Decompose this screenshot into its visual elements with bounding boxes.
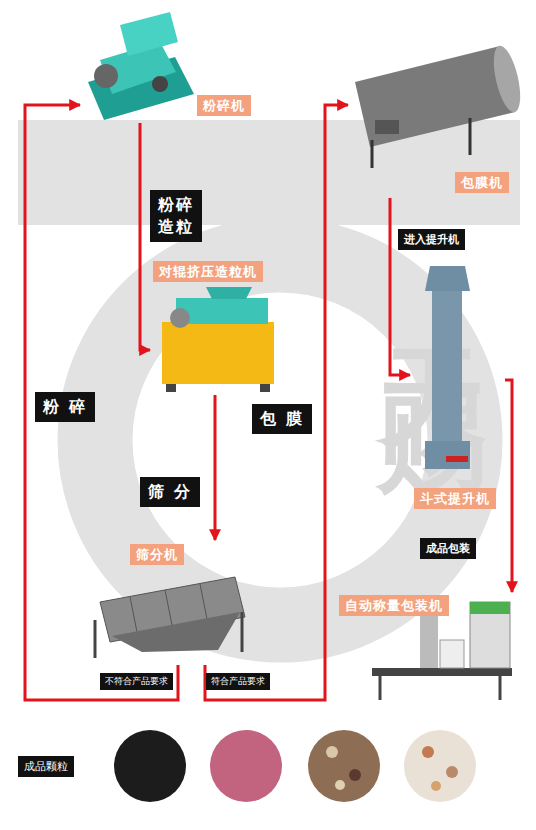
- granule-pink: [210, 730, 282, 802]
- step-label: 成品包装: [420, 538, 476, 559]
- granule-dot: [422, 746, 434, 758]
- machine-label: 包膜机: [455, 172, 509, 193]
- bag: [440, 640, 464, 668]
- screener: [95, 577, 245, 658]
- pulverizer: [88, 12, 194, 120]
- drum-body: [355, 46, 515, 147]
- granule-dot: [431, 781, 441, 791]
- machine-node: 筛分机: [85, 540, 250, 665]
- elevator-head: [425, 266, 470, 291]
- elevator-boot: [425, 441, 470, 469]
- conveyor: [372, 668, 512, 676]
- machine-cabinet: [162, 322, 274, 384]
- scale-top: [470, 602, 510, 614]
- drum-rib: [200, 584, 208, 624]
- drum-rib: [165, 590, 173, 630]
- machine-body: [176, 298, 268, 324]
- scale-box: [470, 602, 510, 668]
- motor: [94, 64, 118, 88]
- coating-drum: [355, 43, 525, 168]
- granule-dot: [446, 766, 458, 778]
- flow-arrow: [214, 395, 217, 540]
- machine-hopper: [206, 287, 252, 299]
- machine-leg: [379, 676, 382, 700]
- reject-note: 不符合产品要求: [100, 673, 173, 690]
- accept-note: 符合产品要求: [206, 673, 270, 690]
- granule-light: [404, 730, 476, 802]
- machine-node: 斗式提升机: [410, 262, 505, 512]
- motor: [375, 120, 399, 134]
- machine-column: [420, 612, 438, 668]
- machine-leg: [241, 612, 244, 652]
- machine-leg: [94, 620, 97, 658]
- machine-leg: [166, 384, 176, 392]
- packaging-machine: [372, 602, 512, 700]
- elevator-column: [432, 291, 462, 441]
- machine-node: 对辊挤压造粒机: [150, 258, 285, 395]
- granule-black: [114, 730, 186, 802]
- machine-label: 对辊挤压造粒机: [153, 261, 263, 282]
- granule-samples: [114, 730, 476, 802]
- granule-mixed: [308, 730, 380, 802]
- step-label: 包 膜: [252, 404, 312, 434]
- machine-node: 自动称量包装机: [335, 592, 515, 704]
- step-label: 粉碎 造粒: [150, 190, 202, 242]
- machine-label: 筛分机: [130, 544, 184, 565]
- machine-label: 斗式提升机: [414, 488, 496, 509]
- granule-dot: [326, 746, 338, 758]
- flow-arrow: [205, 105, 348, 700]
- machine-label: 自动称量包装机: [339, 595, 449, 616]
- granule-dot: [335, 780, 345, 790]
- machine-leg: [469, 118, 472, 155]
- motor: [170, 308, 190, 328]
- granule-dot: [349, 769, 361, 781]
- machine-node: 包膜机: [348, 48, 520, 198]
- step-label: 粉 碎: [35, 392, 95, 422]
- drum-mouth: [489, 43, 526, 114]
- step-label: 筛 分: [140, 477, 200, 507]
- drum-rib: [130, 597, 138, 637]
- machine-hopper: [120, 12, 178, 56]
- machine-node: 粉碎机: [80, 8, 255, 123]
- product-caption: 成品颗粒: [18, 756, 74, 777]
- elevator-detail: [446, 456, 468, 462]
- flow-arrow: [140, 123, 150, 350]
- machine-leg: [260, 384, 270, 392]
- roller-granulator: [162, 287, 274, 392]
- pulley: [152, 76, 168, 92]
- machine-label: 粉碎机: [197, 95, 251, 116]
- machine-leg: [499, 676, 502, 700]
- screen-funnel: [112, 612, 240, 652]
- flow-arrow: [505, 380, 512, 592]
- gear-band: [18, 120, 520, 225]
- machine-leg: [371, 140, 374, 168]
- step-label: 进入提升机: [398, 229, 465, 250]
